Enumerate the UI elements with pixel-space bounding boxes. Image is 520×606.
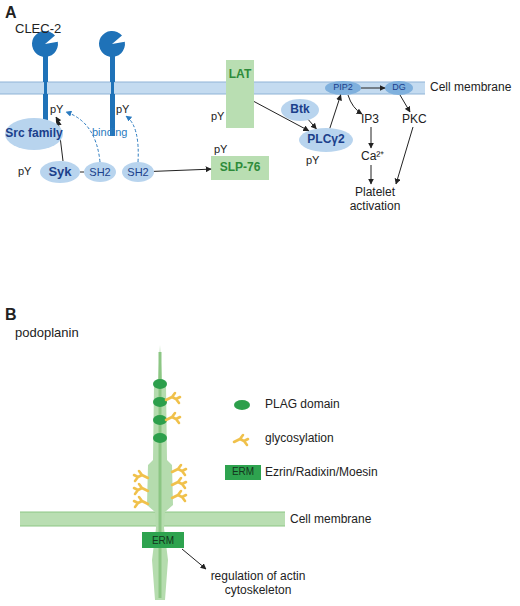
phospho-tag: pY (116, 103, 129, 116)
binding-note: binding (92, 126, 127, 139)
lipid-ellipse: DG (385, 81, 413, 95)
messenger-label: IP3 (361, 113, 379, 127)
podoplanin-molecule (147, 345, 173, 600)
phospho-tag: pY (50, 103, 63, 116)
arrow-connector (154, 169, 211, 171)
node-text: Btk (290, 103, 309, 116)
arrow-connector (254, 101, 309, 130)
node-text: LAT (229, 68, 251, 81)
plag-domain (153, 379, 167, 443)
outcome-label: Platelet activation (345, 186, 405, 214)
arrow-line (182, 549, 206, 569)
cell-membrane (20, 512, 285, 526)
arrow-connector (361, 88, 385, 89)
membrane-label: Cell membrane (290, 513, 380, 527)
clec2-receptor (99, 31, 125, 136)
arrow-line (371, 165, 372, 184)
panel-letter: B (5, 306, 17, 324)
phospho-tag: pY (214, 143, 227, 156)
node-text: ERM (152, 535, 174, 546)
node-text: PIP2 (333, 83, 353, 93)
node-text: Syk (48, 165, 71, 179)
domain-ellipse: SH2 (122, 162, 154, 182)
node-text: SLP-76 (220, 161, 261, 174)
node-text: DG (392, 83, 406, 93)
legend-swatch (234, 400, 250, 410)
erm-box: ERM (142, 532, 184, 548)
kinase-ellipse: Src family (5, 118, 63, 150)
cell-membrane (0, 82, 425, 94)
legend-text: Ezrin/Radixin/Moesin (265, 466, 378, 480)
kinase-ellipse: Syk (40, 161, 80, 183)
adaptor-box: SLP-76 (211, 156, 269, 180)
kinase-ellipse: Btk (281, 99, 319, 121)
panel-title: CLEC-2 (15, 22, 61, 37)
messenger-label: Ca²⁺ (361, 150, 384, 164)
phospho-tag: pY (211, 110, 224, 123)
arrow-line (396, 127, 413, 184)
phospho-tag: pY (306, 154, 319, 167)
messenger-label: PKC (402, 113, 427, 127)
arrow-connector (309, 120, 317, 129)
glycosylation (134, 393, 248, 507)
node-text: Src family (5, 127, 62, 140)
legend-text: PLAG domain (265, 398, 340, 412)
arrow-line (348, 95, 362, 114)
arrow-connector (330, 95, 341, 128)
outcome-label: regulation of actin cytoskeleton (206, 570, 310, 598)
panel-letter: A (5, 4, 17, 22)
adaptor-box: LAT (226, 60, 254, 128)
node-text: SH2 (127, 166, 148, 178)
membrane-label: Cell membrane (430, 81, 520, 95)
enzyme-ellipse: PLCγ2 (299, 128, 353, 152)
phospho-tag: pY (18, 165, 31, 178)
arrow-connector (80, 172, 84, 173)
node-text: PLCγ2 (307, 133, 344, 146)
arrow-line (371, 127, 372, 148)
binding-arrow (126, 116, 138, 162)
legend-sample-text: ERM (225, 466, 261, 478)
node-text: SH2 (89, 166, 110, 178)
arrow-line (400, 95, 410, 112)
lipid-ellipse: PIP2 (325, 81, 361, 95)
domain-ellipse: SH2 (84, 162, 116, 182)
legend-text: glycosylation (265, 432, 334, 446)
panel-title: podoplanin (15, 326, 79, 341)
